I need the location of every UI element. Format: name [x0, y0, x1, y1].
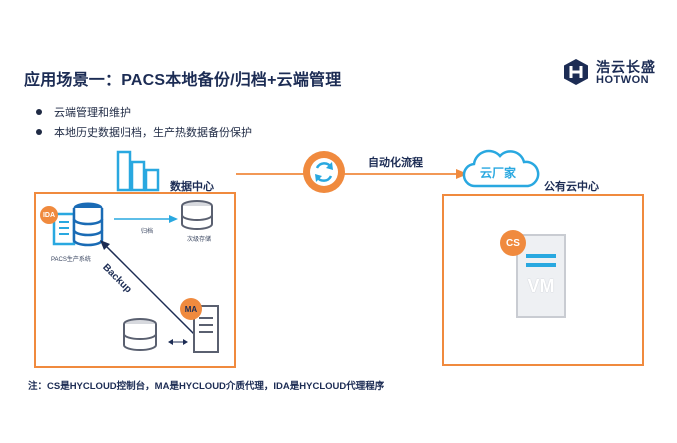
logo-english-name: HOTWON [596, 74, 650, 86]
footnote: 注：CS是HYCLOUD控制台，MA是HYCLOUD介质代理，IDA是HYCLO… [28, 381, 385, 392]
bidirectional-arrow-icon [168, 339, 188, 345]
bullet-text: 本地历史数据归档，生产热数据备份保护 [54, 127, 252, 139]
hotwon-logo-icon [564, 59, 588, 85]
ida-badge: IDA [40, 206, 58, 224]
flow-arrow-icon [236, 169, 468, 179]
bullet-item: 云端管理和维护 [36, 104, 131, 120]
vm-slot-icon [526, 254, 556, 258]
archive-arrow-icon [114, 215, 178, 223]
public-cloud-label: 公有云中心 [544, 181, 599, 193]
page-title: 应用场景一：PACS本地备份/归档+云端管理 [24, 72, 342, 89]
logo-chinese-name: 浩云长盛 [596, 59, 656, 75]
pacs-server-icon [52, 202, 104, 247]
secondary-storage-label: 次级存储 [187, 237, 212, 243]
cloud-icon [462, 149, 540, 188]
vm-label: VM [527, 276, 555, 296]
ma-badge: MA [180, 298, 202, 320]
datacenter-label: 数据中心 [170, 181, 214, 193]
sync-icon [303, 151, 345, 193]
local-disk-icon [123, 318, 157, 351]
vm-slot-icon [526, 263, 556, 267]
archive-label: 归档 [141, 229, 154, 235]
flow-label: 自动化流程 [368, 157, 423, 169]
secondary-storage-icon [181, 200, 213, 230]
bullet-dot-icon [36, 109, 42, 115]
cs-badge: CS [500, 230, 526, 256]
bullet-item: 本地历史数据归档，生产热数据备份保护 [36, 124, 252, 140]
bullet-text: 云端管理和维护 [54, 107, 131, 119]
backup-arrow-icon [100, 240, 203, 343]
pacs-label: PACS生产系统 [51, 257, 91, 263]
building-icon [116, 150, 160, 192]
bullet-dot-icon [36, 129, 42, 135]
cloud-text: 云厂家 [480, 166, 517, 180]
